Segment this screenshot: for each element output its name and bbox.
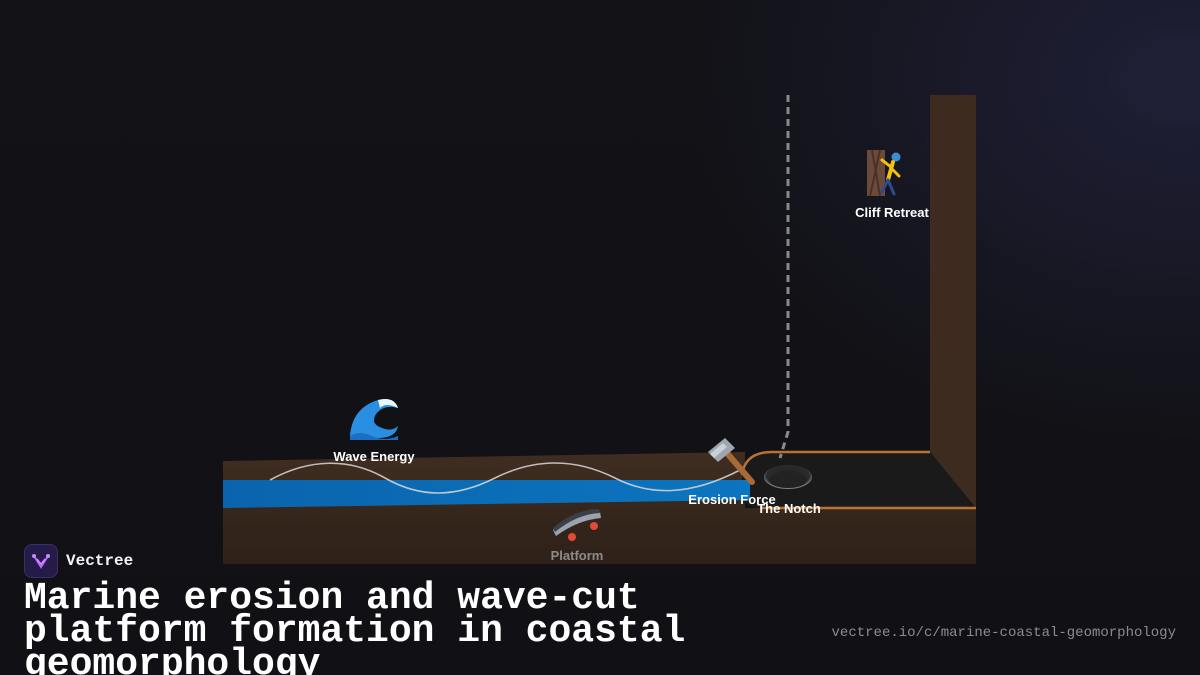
page-title: Marine erosion and wave-cut platform for… xyxy=(24,577,686,675)
brand: Vectree xyxy=(24,544,133,578)
brand-name: Vectree xyxy=(66,552,134,570)
cliff-face xyxy=(930,95,976,508)
platform-label: Platform xyxy=(550,548,604,563)
wave-energy-label: Wave Energy xyxy=(333,449,415,464)
the-notch-label: The Notch xyxy=(757,501,821,516)
cliff-retreat-label: Cliff Retreat xyxy=(855,205,929,220)
vectree-logo-icon xyxy=(24,544,58,578)
wave-energy-line xyxy=(269,462,741,494)
hole-icon xyxy=(764,465,812,489)
erosion-force-label: Erosion Force xyxy=(688,492,776,507)
notch-cavity xyxy=(742,452,976,508)
skateboard-icon xyxy=(553,509,601,541)
hammer-icon xyxy=(708,438,755,485)
source-url[interactable]: vectree.io/c/marine-coastal-geomorpholog… xyxy=(831,625,1176,641)
wave-icon xyxy=(350,399,398,440)
original-cliff-line xyxy=(778,95,790,459)
sea-water xyxy=(223,480,750,508)
climber-icon xyxy=(867,149,901,197)
